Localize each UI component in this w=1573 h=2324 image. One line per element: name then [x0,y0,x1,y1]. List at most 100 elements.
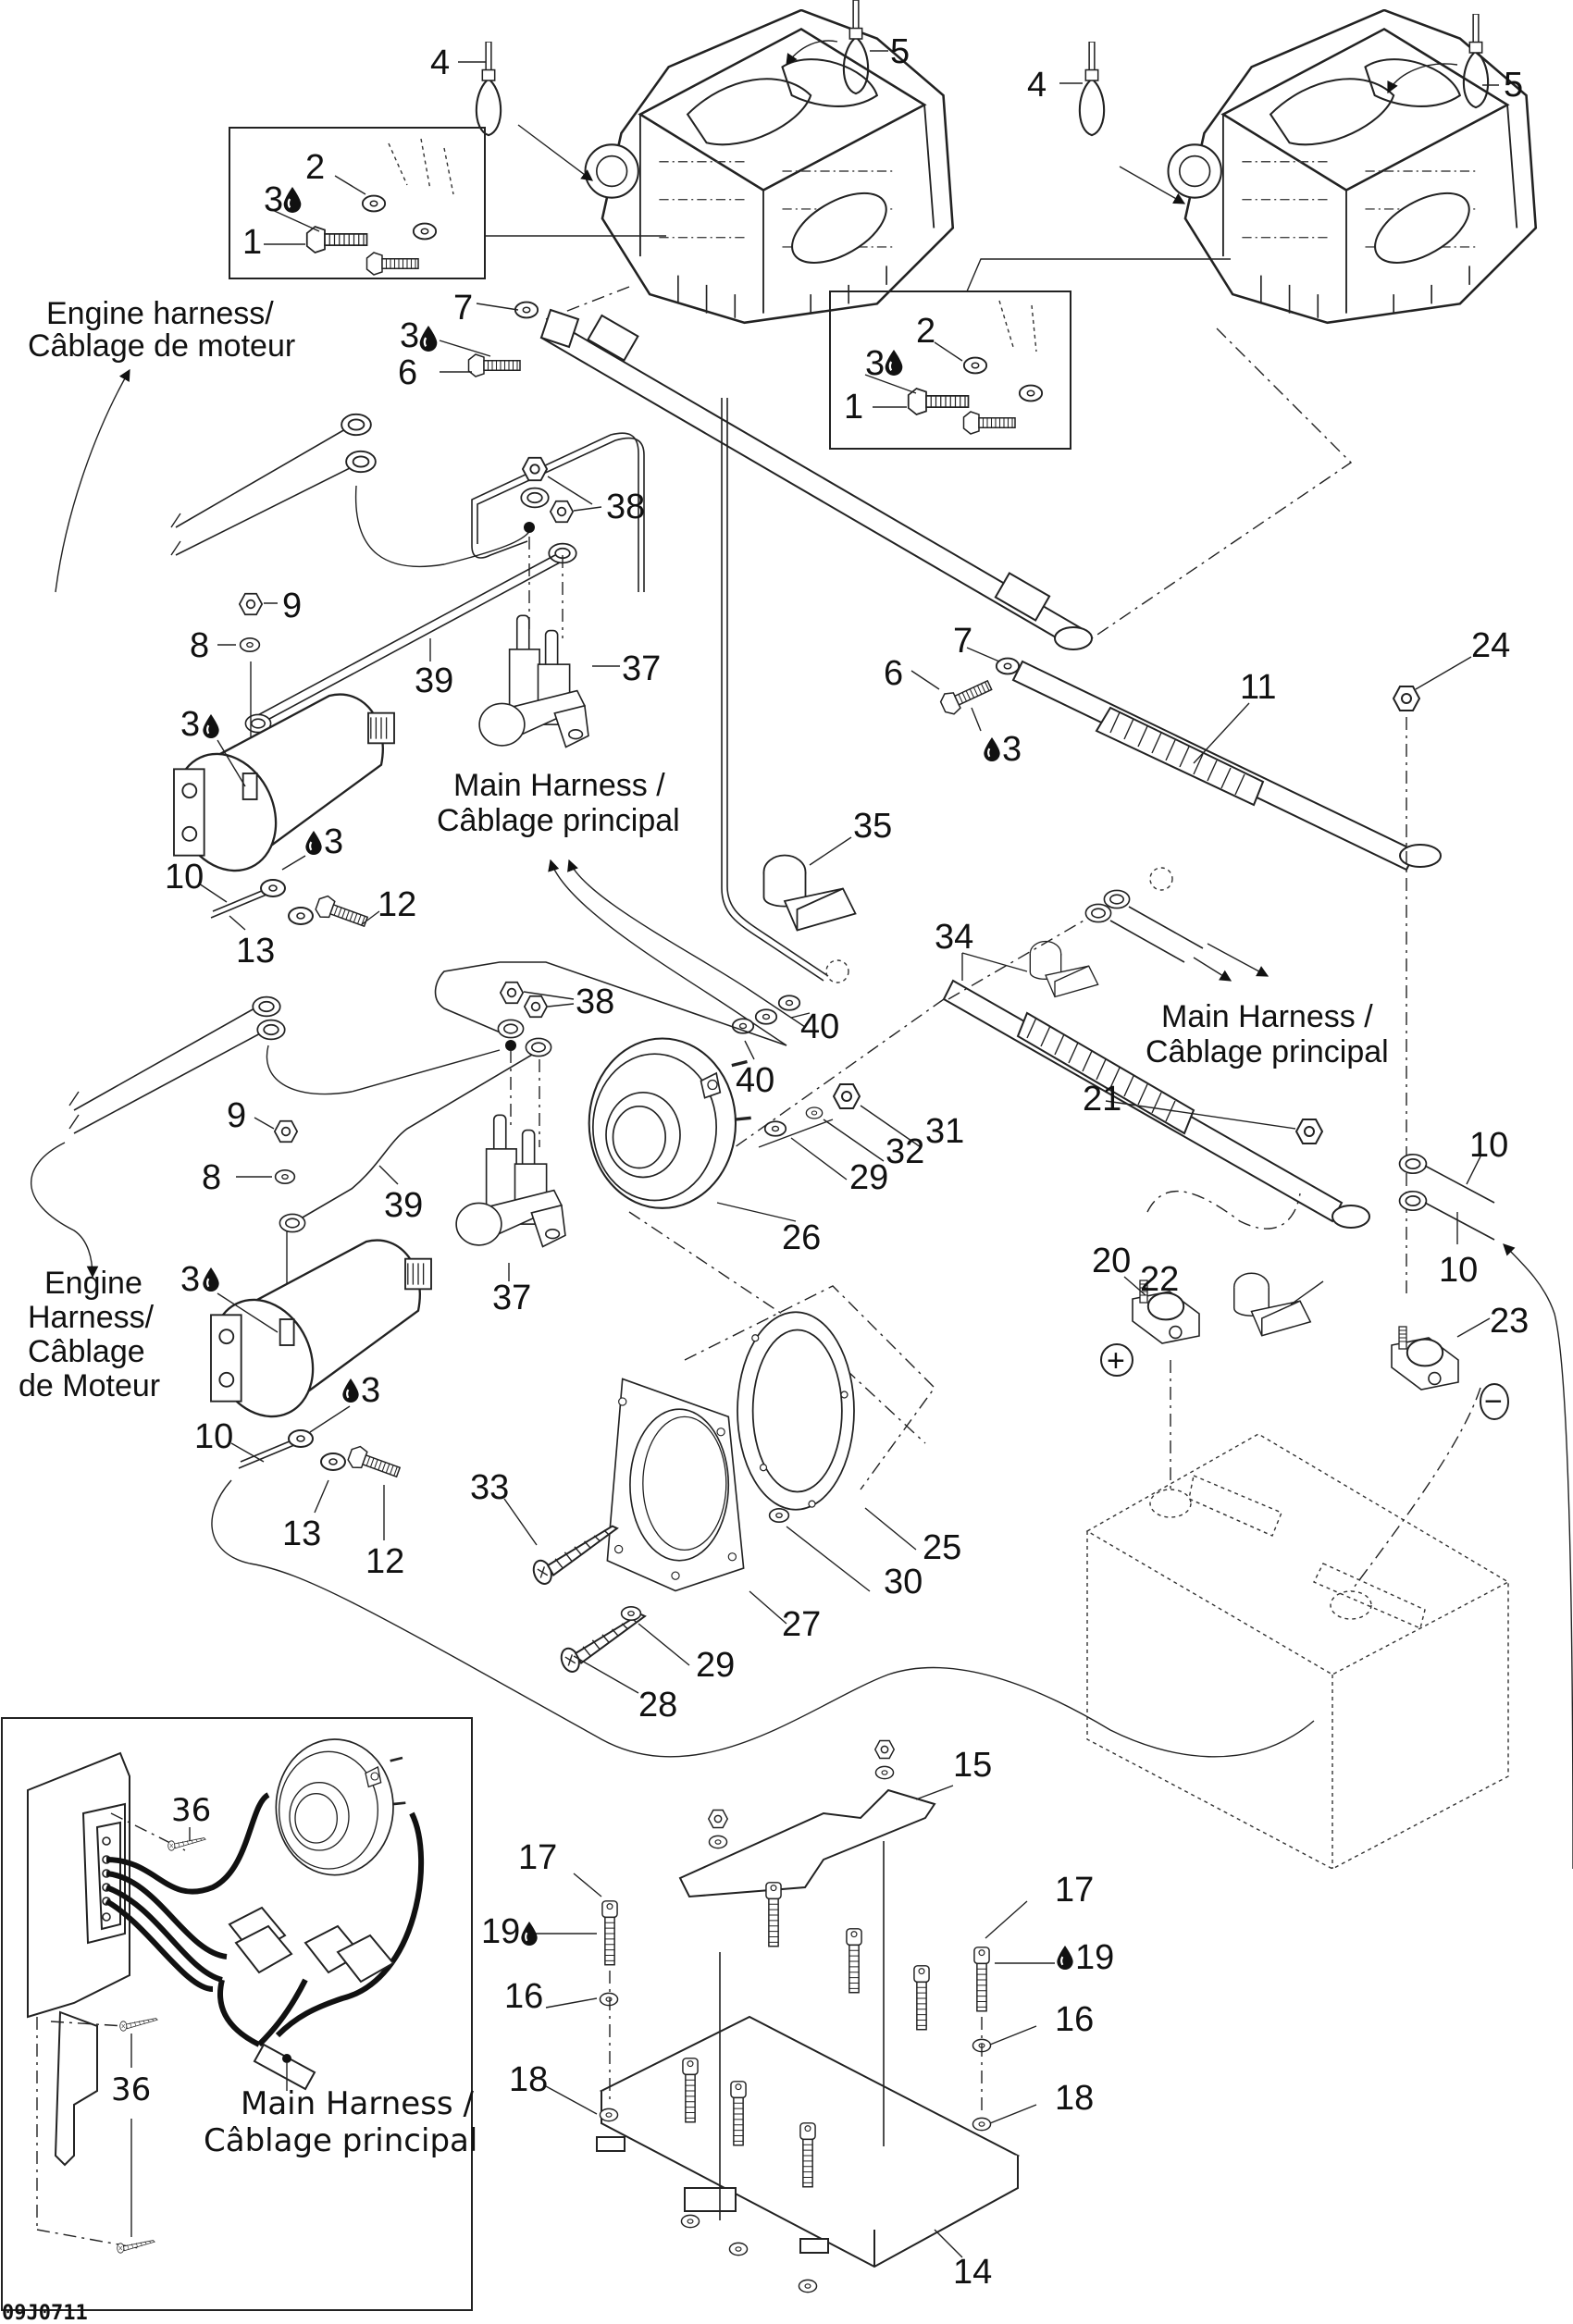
arrow-tie-4-right [1119,166,1186,204]
ring-lug-10 [1398,1190,1428,1212]
main-harness-arrow-center-1 [548,859,787,1046]
threadlocker-drop-icon [1057,1946,1073,1970]
cable-tie-4-left [475,42,502,137]
callout-1-box-left: 1 [242,223,262,262]
assembly-line [684,1285,935,1490]
cable-tie-4-right [1078,42,1106,137]
nut-38 [500,981,524,1005]
nut-31 [833,1083,861,1109]
threadlocker-drop-icon [984,737,1000,761]
battery-strap-15 [678,1739,954,1898]
main-harness-label-center-1: Main Harness / [453,768,665,803]
callout-22: 22 [1140,1260,1179,1299]
callout-16-right: 16 [1055,2000,1094,2039]
starter-cable-39-lower [279,1054,533,1233]
terminal-clamp-20 [1123,1276,1201,1345]
callout-9-upper: 9 [282,587,302,625]
callout-4-left: 4 [430,43,450,82]
callout-28: 28 [638,1686,677,1724]
threadlocker-drop-icon [203,714,219,738]
callout-33: 33 [470,1468,509,1507]
negative-terminal-symbol: − [1480,1383,1509,1420]
callout-3-box-right: 3 [865,344,885,383]
main-harness-arrow-center-2 [567,859,806,1028]
callout-36-upper: 36 [171,1792,211,1829]
ring-lug [520,487,550,509]
callout-7-top: 7 [453,289,473,328]
callout-3-center: 3 [1002,730,1022,769]
callout-20: 20 [1092,1242,1131,1280]
nut-9 [274,1119,298,1143]
nut-38 [524,995,548,1019]
ring-lug-10 [1398,1153,1428,1175]
callout-17-right: 17 [1055,1871,1094,1910]
flange-27 [606,1378,745,1592]
callout-26: 26 [782,1218,821,1257]
callout-10-right-upper: 10 [1469,1126,1508,1165]
positive-sign: + [1107,1343,1125,1378]
nut-21 [1295,1119,1323,1144]
arrow-tie-4-left [517,124,594,181]
battery-cable-34 [942,940,1370,1229]
callout-34: 34 [935,918,973,957]
callout-13-lower: 13 [282,1514,321,1553]
starter-fastener-group-upper [198,855,380,933]
callout-40-left: 40 [736,1061,774,1100]
threadlocker-drop-icon [342,1378,359,1403]
engine-harness-label-bottom-3: Câblage [28,1334,145,1369]
callout-19-right: 19 [1075,1938,1114,1977]
engine-harness-label-bottom-2: Harness/ [28,1300,155,1335]
callout-38-lower: 38 [576,983,614,1021]
lockwasher-32 [805,1106,824,1119]
callout-32: 32 [886,1132,924,1171]
callout-30: 30 [884,1563,923,1601]
callout-21: 21 [1083,1080,1121,1119]
callout-27: 27 [782,1605,821,1644]
assembly-line [1091,328,1353,639]
spacer-30 [768,1507,790,1524]
threadlocker-drop-icon [521,1922,538,1946]
callout-9-lower: 9 [227,1096,246,1135]
callout-10-upper: 10 [165,858,204,896]
callout-3-bolt-upper: 3 [324,822,343,861]
battery-tray-14 [596,1841,1021,2268]
callout-3-starter-upper: 3 [180,705,200,744]
callout-12-upper: 12 [378,885,416,924]
solenoid-wire-loop-upper [471,432,645,592]
callout-37-upper: 37 [622,649,661,688]
callout-12-lower: 12 [365,1542,404,1581]
threadlocker-drop-icon [885,350,903,376]
threadlocker-drop-icon [305,831,322,855]
callout-16-left: 16 [504,1977,543,2016]
callout-31: 31 [925,1112,964,1151]
callout-18-left: 18 [509,2060,548,2099]
engine-harness-label-bottom-1: Engine [44,1266,142,1301]
arrow-tie-5-right [1387,63,1458,94]
main-harness-label-inset-1: Main Harness / [241,2085,474,2122]
callout-2-box-left: 2 [305,148,325,187]
main-harness-label-inset-2: Câblage principal [204,2122,477,2159]
callout-25: 25 [923,1528,961,1567]
callout-15: 15 [953,1746,992,1785]
engine-harness-label-top-2: Câblage de moteur [28,328,295,364]
nut-9 [239,592,263,616]
callout-10-lower-left: 10 [194,1417,233,1456]
main-harness-label-right-1: Main Harness / [1161,999,1373,1034]
arrow-tie-5-left [786,40,838,67]
callout-24: 24 [1471,626,1510,665]
nut-24 [1393,686,1420,711]
callout-23: 23 [1490,1302,1529,1341]
starter-fastener-group-lower [211,1405,1315,1758]
starter-motor-lower [192,1239,433,1434]
inset-harness-detail [1,1717,473,2311]
callout-8-lower: 8 [202,1158,221,1197]
gasket-25 [737,1311,855,1511]
callout-40-right: 40 [800,1007,839,1046]
horn-26 [588,1036,753,1210]
harness-wires-lower [31,995,501,1279]
engine-harness-label-bottom-4: de Moteur [19,1368,160,1403]
main-harness-label-right-2: Câblage principal [1146,1034,1389,1069]
negative-sign: − [1484,1384,1503,1419]
figure-id: 09J0711 [2,2302,88,2324]
callout-39-lower: 39 [384,1186,423,1225]
